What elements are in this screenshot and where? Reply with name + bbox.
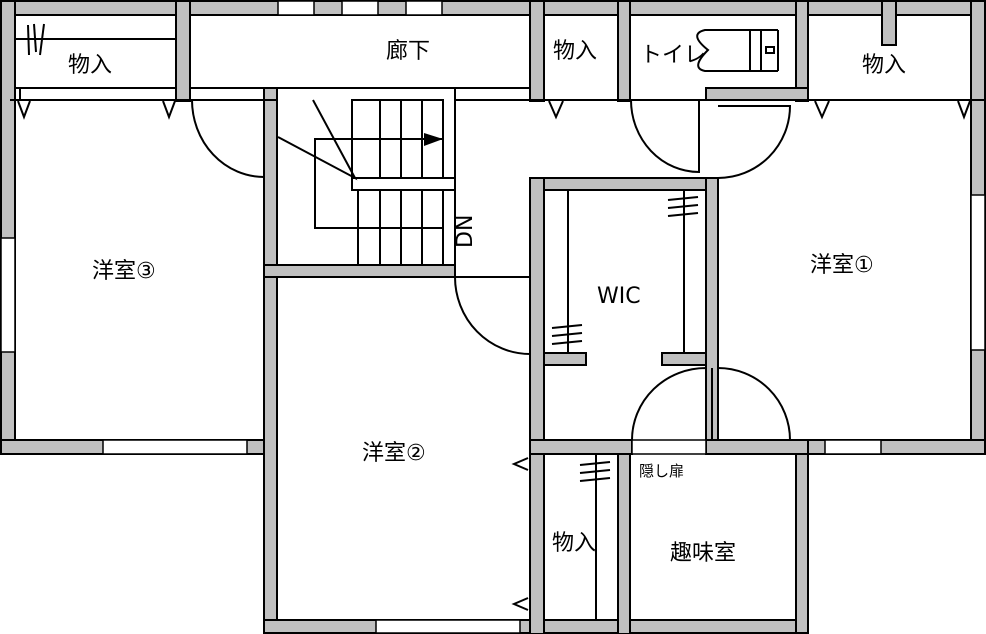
label-western-room-3: 洋室③: [92, 259, 156, 284]
label-storage-bottom: 物入: [552, 531, 596, 556]
label-hidden-door: 隠し扉: [639, 462, 684, 480]
label-storage-topmid: 物入: [553, 39, 597, 64]
label-western-room-2: 洋室②: [362, 441, 426, 466]
label-stairs-dn: DN: [453, 215, 478, 248]
staircase: [276, 87, 456, 266]
label-storage-topright: 物入: [862, 53, 906, 78]
label-hobby-room: 趣味室: [670, 541, 736, 566]
label-storage-topleft: 物入: [68, 53, 112, 78]
arrow-icon: [424, 133, 443, 146]
label-wic: WIC: [597, 284, 641, 309]
label-hallway: 廊下: [386, 39, 430, 64]
label-western-room-1: 洋室①: [810, 253, 874, 278]
storage-lines: [10, 23, 986, 620]
label-toilet: トイレ: [640, 43, 706, 68]
